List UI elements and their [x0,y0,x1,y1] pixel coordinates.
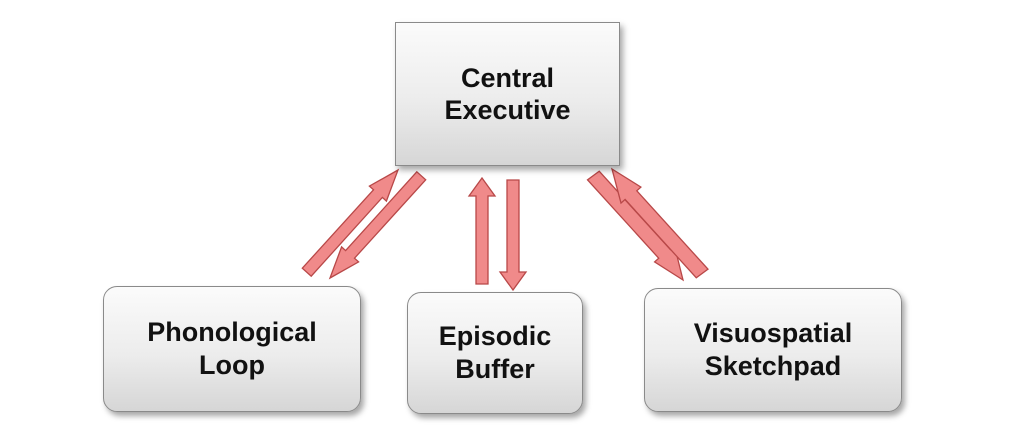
phonological-loop-box: Phonological Loop [103,286,361,412]
episodic-buffer-label: Episodic Buffer [438,321,552,384]
arrow-phonological-to-central [301,168,400,278]
arrow-central-to-phonological [328,170,427,280]
arrow-visuospatial-to-central [610,167,709,279]
arrow-central-to-episodic [498,179,528,292]
episodic-buffer-box: Episodic Buffer [407,292,583,414]
central-executive-label: Central Executive [444,63,571,125]
visuospatial-sketchpad-label: Visuospatial Sketchpad [693,318,853,381]
arrow-episodic-to-central [467,176,497,285]
visuospatial-sketchpad-box: Visuospatial Sketchpad [644,288,902,412]
central-executive-box: Central Executive [395,22,620,166]
phonological-loop-label: Phonological Loop [147,317,317,380]
